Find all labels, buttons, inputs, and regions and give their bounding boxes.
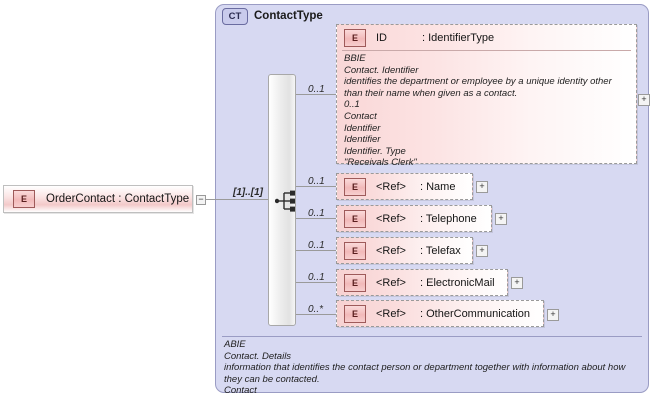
collapse-toggle-button[interactable]: − [196, 193, 206, 205]
element-id-annotation: BBIE Contact. Identifier identifies the … [344, 53, 628, 169]
expander-electronicmail[interactable]: + [511, 277, 523, 289]
element-icon: E [13, 190, 35, 208]
element-id-divider [342, 50, 631, 51]
element-id-name: ID [376, 31, 387, 44]
root-element-label: OrderContact : ContactType [46, 193, 190, 205]
occurrence-label-telephone: 0..1 [308, 208, 325, 219]
expander-othercommunication[interactable]: + [547, 309, 559, 321]
branch-line-telephone [296, 218, 336, 219]
annotation-line: Contact [224, 385, 257, 397]
element-telefax[interactable]: E <Ref> : Telefax [336, 237, 473, 264]
element-electronicmail-type: : ElectronicMail [420, 276, 495, 289]
element-electronicmail-ref: <Ref> [376, 276, 406, 289]
element-telephone-ref: <Ref> [376, 212, 406, 225]
expander-telephone[interactable]: + [495, 213, 507, 225]
annotation-line: Identifier [344, 122, 381, 134]
branch-line-electronicmail [296, 282, 336, 283]
occurrence-label-name: 0..1 [308, 176, 325, 187]
root-element-ordercontact[interactable]: E OrderContact : ContactType [3, 185, 193, 213]
complextype-badge-icon: CT [222, 7, 248, 25]
occurrence-label-electronicmail: 0..1 [308, 272, 325, 283]
element-telefax-type: : Telefax [420, 244, 461, 257]
annotation-line: "Receivals Clerk" [344, 157, 417, 169]
occurrence-label-othercommunication: 0..* [308, 304, 324, 315]
annotation-line: 0..1 [344, 99, 360, 111]
type-annotation-divider [222, 336, 642, 337]
element-id-header: E ID : IdentifierType [337, 25, 636, 50]
plus-icon: + [479, 180, 485, 191]
expander-telefax[interactable]: + [476, 245, 488, 257]
complextype-header: CT ContactType [222, 6, 323, 26]
annotation-line: information that identifies the contact … [224, 362, 628, 385]
root-occurrence-label: [1]..[1] [233, 187, 263, 198]
plus-icon: + [514, 276, 520, 287]
element-icon: E [344, 273, 366, 292]
branch-line-telefax [296, 250, 336, 251]
type-annotation: ABIE Contact. Details information that i… [224, 339, 642, 397]
expander-id[interactable]: + [638, 94, 650, 106]
plus-icon: + [498, 212, 504, 223]
element-icon: E [344, 209, 366, 228]
annotation-line: BBIE [344, 53, 366, 64]
element-electronicmail[interactable]: E <Ref> : ElectronicMail [336, 269, 508, 296]
complextype-title: ContactType [254, 10, 323, 22]
element-othercommunication-ref: <Ref> [376, 307, 406, 320]
element-name[interactable]: E <Ref> : Name [336, 173, 473, 200]
branch-line-id [296, 94, 336, 95]
element-name-ref: <Ref> [376, 180, 406, 193]
occurrence-label-telefax: 0..1 [308, 240, 325, 251]
annotation-line: ABIE [224, 339, 246, 350]
element-id[interactable]: E ID : IdentifierType BBIE Contact. Iden… [336, 24, 637, 168]
element-id-type: : IdentifierType [422, 31, 495, 44]
element-icon: E [344, 28, 366, 47]
element-telefax-ref: <Ref> [376, 244, 406, 257]
annotation-line: Contact. Identifier [344, 64, 419, 76]
annotation-line: Contact. Details [224, 350, 292, 362]
element-telephone[interactable]: E <Ref> : Telephone [336, 205, 492, 232]
branch-line-name [296, 186, 336, 187]
branch-line-othercommunication [296, 314, 336, 315]
plus-icon: + [641, 93, 647, 104]
occurrence-label-id: 0..1 [308, 84, 325, 95]
expander-name[interactable]: + [476, 181, 488, 193]
element-othercommunication-type: : OtherCommunication [420, 307, 531, 320]
root-connector-line [206, 199, 268, 200]
element-name-type: : Name [420, 180, 456, 193]
annotation-line: Identifier. Type [344, 145, 406, 157]
minus-icon: − [198, 193, 204, 204]
element-icon: E [344, 177, 366, 196]
element-othercommunication[interactable]: E <Ref> : OtherCommunication [336, 300, 544, 327]
plus-icon: + [479, 244, 485, 255]
annotation-line: Identifier [344, 134, 381, 146]
sequence-icon [274, 190, 301, 212]
element-icon: E [344, 304, 366, 323]
annotation-line: Contact [344, 110, 377, 122]
element-icon: E [344, 241, 366, 260]
element-telephone-type: : Telephone [420, 212, 477, 225]
annotation-line: identifies the department or employee by… [344, 76, 615, 99]
plus-icon: + [550, 308, 556, 319]
